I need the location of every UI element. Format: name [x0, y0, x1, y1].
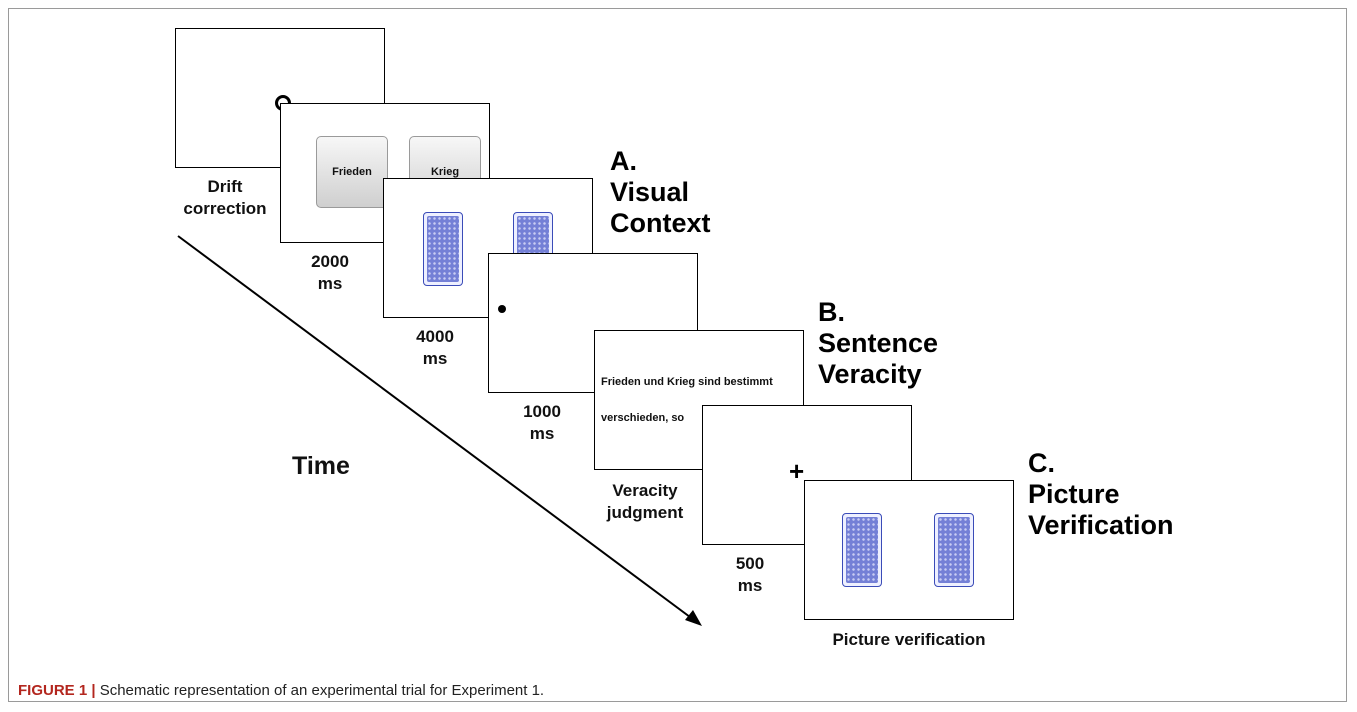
fixation-dot-duration: 1000 ms [523, 402, 561, 443]
caption-text: Schematic representation of an experimen… [95, 682, 545, 699]
sentence-line-2: verschieden, so [601, 412, 685, 424]
word-card-left: Frieden [316, 136, 388, 208]
playing-card-left-icon [423, 212, 463, 286]
veracity-judgment-label: Veracity judgment [606, 481, 684, 522]
phase-a-label: A. Visual Context [610, 146, 711, 238]
fixation-cross-icon: + [789, 456, 805, 486]
time-label: Time [292, 452, 350, 480]
verification-card-left-icon [842, 513, 882, 587]
card-screen-duration: 4000 ms [416, 327, 454, 368]
sentence-line-1: Frieden und Krieg sind bestimmt [601, 376, 773, 388]
phase-c-label: C. Picture Verification [1028, 448, 1174, 540]
fixation-cross-duration: 500 ms [735, 554, 765, 595]
figure-caption: FIGURE 1 | Schematic representation of a… [18, 682, 544, 699]
verification-card-right-icon [934, 513, 974, 587]
fixation-dot-icon [498, 305, 506, 313]
drift-correction-label: Drift correction [183, 177, 267, 218]
phase-b-label: B. Sentence Veracity [818, 297, 939, 389]
caption-prefix: FIGURE 1 | [18, 682, 96, 699]
picture-verification-label: Picture verification [832, 630, 986, 649]
word-screen-duration: 2000 ms [311, 252, 349, 293]
figure-frame [8, 8, 1347, 702]
picture-verification-screen [804, 480, 1014, 620]
